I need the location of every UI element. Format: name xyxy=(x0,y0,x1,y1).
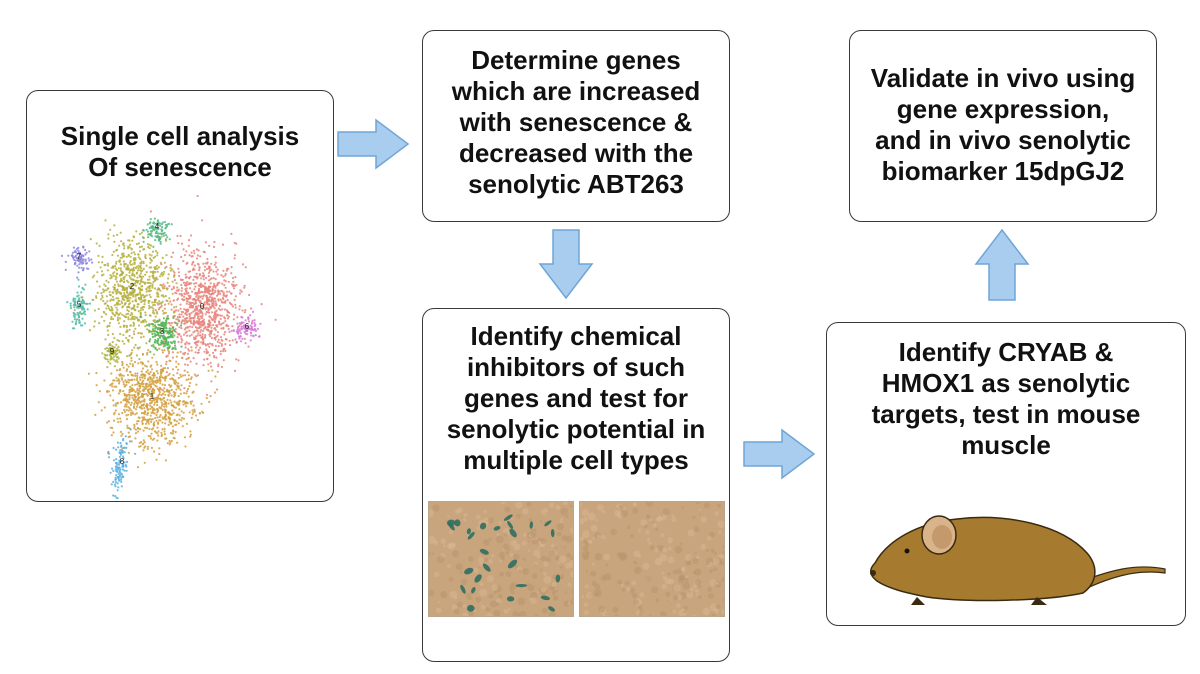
umap-cluster-label: 2 xyxy=(130,282,135,291)
identify-inhibitors-text: Identify chemical inhibitors of such gen… xyxy=(446,321,706,475)
stained-cell xyxy=(482,563,491,572)
stained-cell xyxy=(540,595,551,601)
determine-genes-text: Determine genes which are increased with… xyxy=(451,45,701,199)
stained-cell xyxy=(464,567,474,575)
stained-cell xyxy=(479,522,487,530)
umap-cluster-label: 4 xyxy=(155,222,160,231)
arrow-right-2 xyxy=(743,428,816,480)
identify-targets-box: Identify CRYAB & HMOX1 as senolytic targ… xyxy=(826,322,1186,626)
stained-cell xyxy=(493,526,501,531)
stained-cell xyxy=(555,574,561,583)
umap-cluster-label: 7 xyxy=(77,252,82,261)
umap-cluster-label: 1 xyxy=(150,392,155,401)
single-cell-analysis-text: Single cell analysis Of senescence xyxy=(60,121,300,182)
stained-cell xyxy=(460,584,466,594)
single-cell-analysis-box: Single cell analysis Of senescence 0 1 2 3 4… xyxy=(26,90,334,502)
identify-targets-text: Identify CRYAB & HMOX1 as senolytic targ… xyxy=(871,337,1141,460)
stained-cell xyxy=(548,606,555,612)
umap-cluster-label: 5 xyxy=(77,300,82,309)
umap-cluster-label: 0 xyxy=(200,302,205,311)
mouse-illustration xyxy=(870,515,1166,605)
umap-cluster-label: 9 xyxy=(110,347,115,356)
stained-cell xyxy=(454,519,461,527)
stained-cell xyxy=(544,520,552,527)
stained-cell xyxy=(507,559,518,569)
determine-genes-box: Determine genes which are increased with… xyxy=(422,30,730,222)
stained-cell xyxy=(479,548,489,555)
validate-box: Validate in vivo using gene expression, … xyxy=(849,30,1157,222)
validate-text: Validate in vivo using gene expression, … xyxy=(870,63,1136,186)
stained-cell xyxy=(507,520,514,529)
stained-cell xyxy=(466,528,471,535)
stained-cell xyxy=(506,596,515,602)
stained-cell xyxy=(467,604,475,612)
umap-cluster-label: 3 xyxy=(160,327,165,336)
stained-cell xyxy=(474,574,482,583)
stained-cell xyxy=(467,531,475,540)
senolytic-treated-cells-image xyxy=(579,501,725,617)
arrow-down-1 xyxy=(538,229,594,300)
arrow-right-1 xyxy=(337,118,410,170)
stained-cell xyxy=(471,587,476,594)
stained-cell xyxy=(509,528,517,538)
stained-cell xyxy=(446,519,456,527)
arrow-up-1 xyxy=(974,228,1030,301)
senescent-cells-stained-image xyxy=(428,501,574,617)
identify-inhibitors-box: Identify chemical inhibitors of such gen… xyxy=(422,308,730,662)
stained-cell xyxy=(503,514,513,521)
umap-points xyxy=(60,194,277,499)
umap-plot: 0 1 2 3 4 5 6 7 8 9 xyxy=(60,194,277,499)
stained-cell xyxy=(515,583,528,588)
stained-cell xyxy=(550,529,555,538)
umap-cluster-label: 6 xyxy=(245,322,250,331)
umap-cluster-label: 8 xyxy=(120,457,125,466)
stained-cell xyxy=(529,521,534,529)
